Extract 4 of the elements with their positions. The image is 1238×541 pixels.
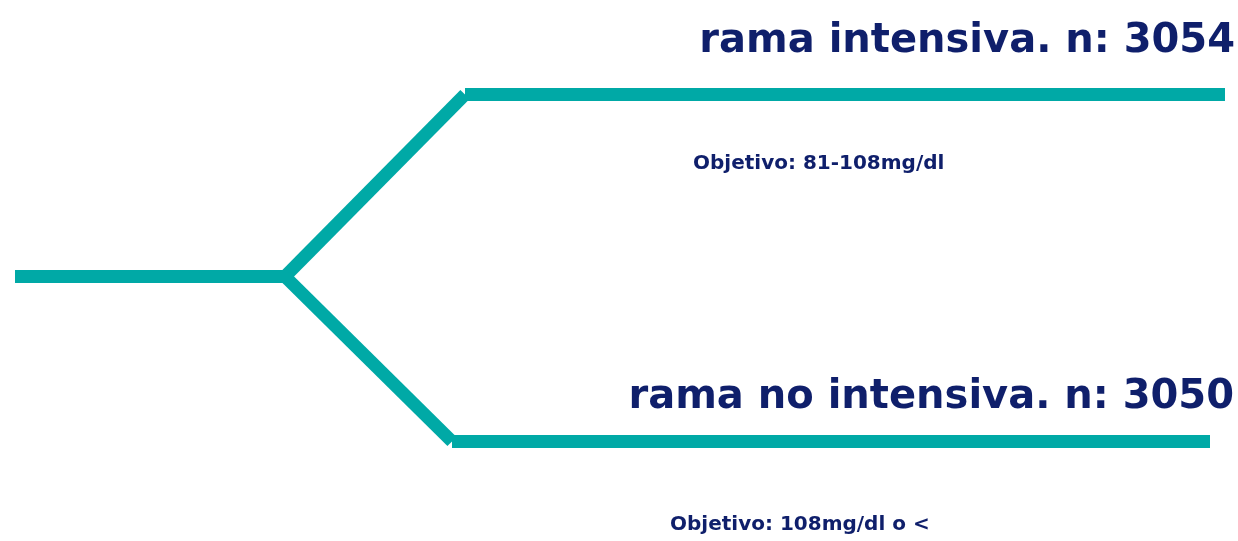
target-label: Objetivo: 81-108mg/dl xyxy=(693,149,945,175)
branch-title: rama no intensiva. n: 3050 xyxy=(628,370,1234,418)
branch-title: rama intensiva. n: 3054 xyxy=(699,14,1235,62)
target-label: Objetivo: 108mg/dl o < xyxy=(670,510,930,536)
